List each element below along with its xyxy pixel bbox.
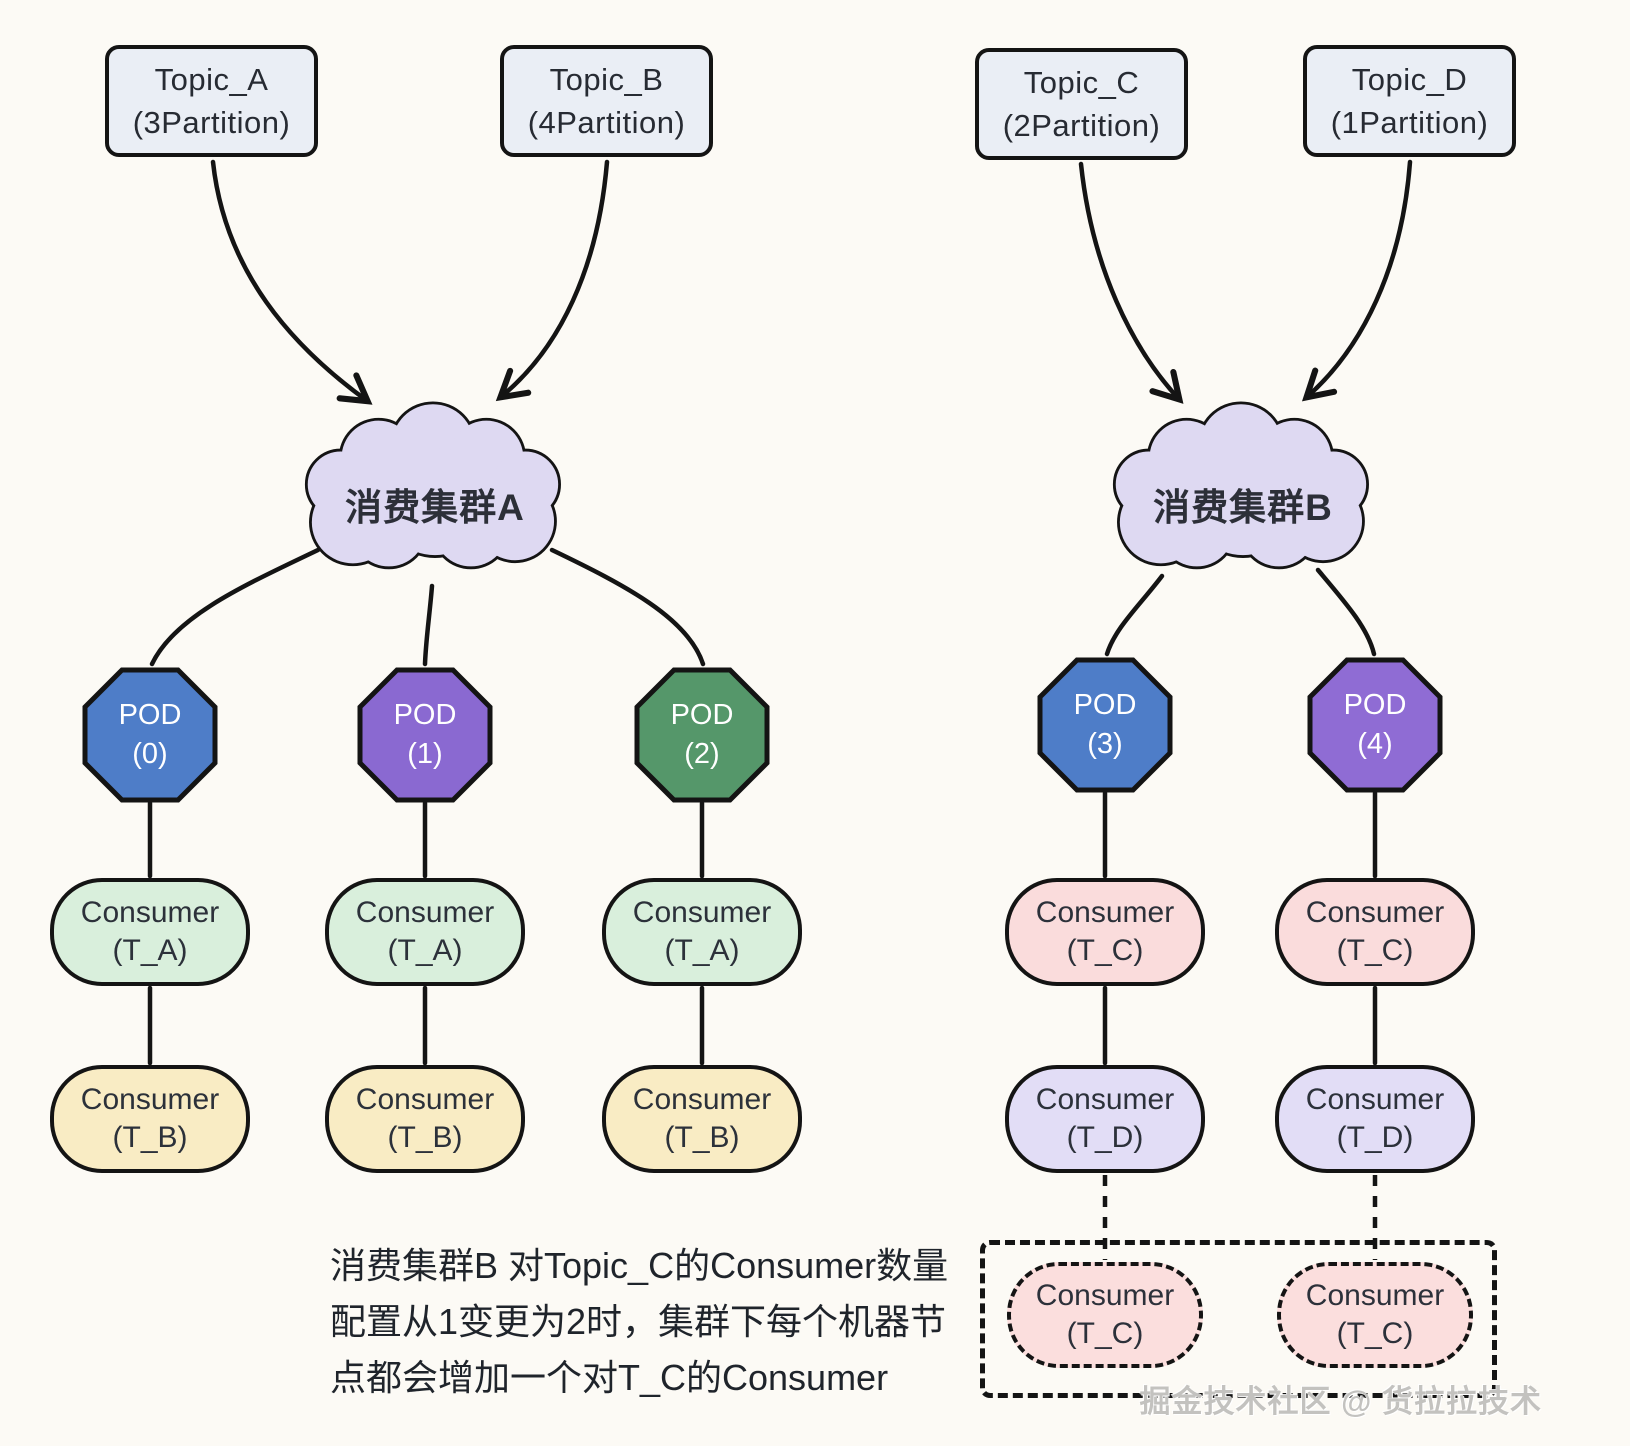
consumer-tb-0: Consumer (T_B) (50, 1065, 250, 1173)
link-cluster-a-pod-2 (549, 547, 706, 667)
consumer-tc-1: Consumer (T_C) (1275, 878, 1475, 986)
pod-label: POD (1) (393, 699, 457, 770)
link-cluster-b-pod-3 (1104, 573, 1165, 657)
cluster-label: 消费集群B (1153, 486, 1333, 528)
topic-box-b: Topic_B (4Partition) (500, 45, 713, 157)
annotation-line-1: 消费集群B 对Topic_C的Consumer数量 (330, 1245, 949, 1286)
link-cluster-a-pod-0 (149, 547, 321, 667)
consumer-tc-0: Consumer (T_C) (1005, 878, 1205, 986)
cluster-cloud-b: 消费集群B (1088, 394, 1398, 589)
topic-partitions: (4Partition) (527, 105, 686, 140)
topic-partitions: (1Partition) (1330, 105, 1489, 140)
annotation-line-2: 配置从1变更为2时，集群下每个机器节 (330, 1301, 947, 1342)
pod-label: POD (4) (1343, 689, 1407, 760)
pod-3: POD (3) (1035, 655, 1175, 795)
octagon-icon (1307, 657, 1443, 793)
topic-name: Topic_D (1351, 62, 1468, 97)
topic-box-a: Topic_A (3Partition) (105, 45, 318, 157)
consumer-tb-1: Consumer (T_B) (325, 1065, 525, 1173)
octagon-icon (634, 667, 770, 803)
annotation-text: 消费集群B 对Topic_C的Consumer数量 配置从1变更为2时，集群下每… (330, 1238, 990, 1406)
arrow-topic-b-to-cluster-a (495, 159, 610, 402)
octagon-icon (1037, 657, 1173, 793)
octagon-icon (357, 667, 493, 803)
pod-label: POD (2) (670, 699, 734, 770)
consumer-ta-1: Consumer (T_A) (325, 878, 525, 986)
new-consumer-tc-1: Consumer (T_C) (1277, 1262, 1473, 1368)
pod-1: POD (1) (355, 665, 495, 805)
pod-0: POD (0) (80, 665, 220, 805)
consumer-ta-2: Consumer (T_A) (602, 878, 802, 986)
new-consumer-tc-0: Consumer (T_C) (1007, 1262, 1203, 1368)
consumer-td-0: Consumer (T_D) (1005, 1065, 1205, 1173)
consumer-tb-2: Consumer (T_B) (602, 1065, 802, 1173)
link-cluster-b-pod-4 (1315, 567, 1377, 657)
topic-partitions: (3Partition) (132, 105, 291, 140)
cluster-cloud-a: 消费集群A (280, 394, 590, 589)
consumer-td-1: Consumer (T_D) (1275, 1065, 1475, 1173)
new-consumers-group-box (980, 1240, 1497, 1398)
link-cluster-a-pod-1 (422, 583, 435, 667)
pod-label: POD (3) (1073, 689, 1137, 760)
pod-2: POD (2) (632, 665, 772, 805)
topic-box-c: Topic_C (2Partition) (975, 48, 1188, 160)
watermark: 掘金技术社区 @ 货拉拉技术 (1139, 1384, 1542, 1419)
topic-partitions: (2Partition) (1002, 108, 1161, 143)
arrow-topic-a-to-cluster-a (210, 159, 373, 405)
pod-4: POD (4) (1305, 655, 1445, 795)
topic-box-d: Topic_D (1Partition) (1303, 45, 1516, 157)
topic-name: Topic_A (154, 62, 269, 97)
pod-label: POD (0) (118, 699, 182, 770)
octagon-icon (82, 667, 218, 803)
annotation-line-3: 点都会增加一个对T_C的Consumer (330, 1357, 889, 1398)
arrow-topic-c-to-cluster-b (1078, 161, 1184, 404)
arrow-topic-d-to-cluster-b (1301, 159, 1413, 402)
topic-name: Topic_C (1023, 65, 1140, 100)
cluster-label: 消费集群A (345, 486, 525, 528)
consumer-ta-0: Consumer (T_A) (50, 878, 250, 986)
topic-name: Topic_B (549, 62, 664, 97)
